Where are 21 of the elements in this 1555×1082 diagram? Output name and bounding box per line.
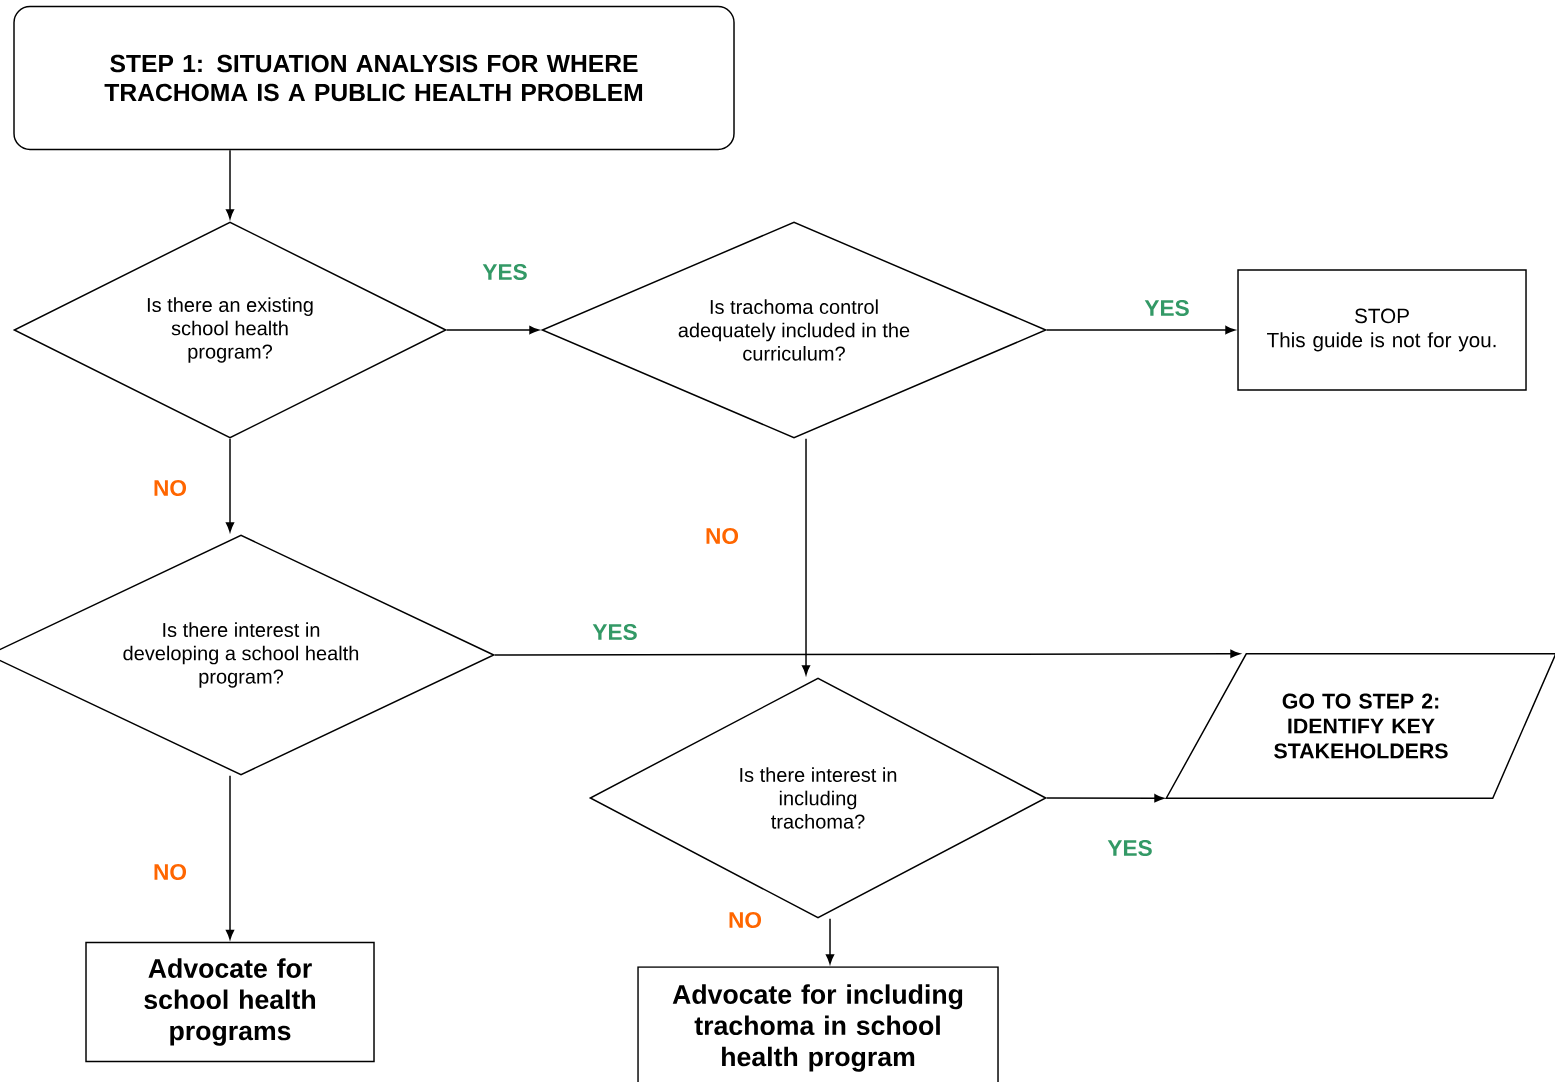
arrow (825, 918, 835, 965)
process-box: STOP This guide is not for you. (1237, 269, 1527, 391)
arrow (446, 325, 540, 335)
edge-label: YES (1106, 838, 1155, 858)
edge-label: NO (151, 862, 189, 882)
arrow (225, 775, 235, 940)
step-box: STEP 1: SITUATION ANALYSIS FOR WHERE TRACHOMA IS A PUBLIC HEALTH PROBLEM (13, 5, 735, 151)
edge-label: NO (703, 526, 741, 546)
arrow (801, 438, 811, 676)
arrow (225, 438, 235, 533)
arrow (1046, 325, 1236, 335)
edge-label: YES (481, 262, 529, 282)
process-box: Advocate for including trachoma in school health program (637, 966, 999, 1082)
process-box: Advocate for school health programs (85, 941, 375, 1063)
edge-label: YES (1143, 298, 1192, 318)
arrow (494, 649, 1241, 658)
arrow (225, 149, 235, 220)
edge-label: YES (591, 622, 639, 642)
output-parallelogram: GO TO STEP 2: IDENTIFY KEY STAKEHOLDERS (1165, 653, 1555, 799)
arrow (1046, 794, 1165, 803)
edge-label: NO (151, 478, 189, 498)
